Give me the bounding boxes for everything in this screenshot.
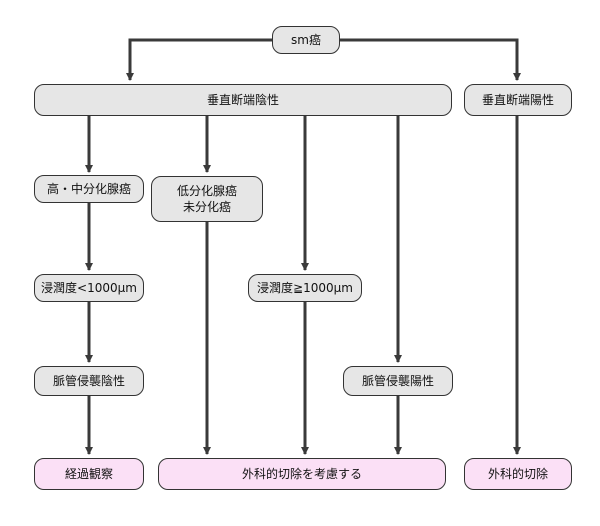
vertical-margin-negative-label: 垂直断端陰性 (206, 93, 279, 107)
vessel-positive-label: 脈管侵襲陽性 (361, 374, 434, 388)
vertical-margin-positive-label: 垂直断端陽性 (481, 93, 554, 107)
consider-surgery-box: 外科的切除を考慮する (158, 458, 446, 490)
surgery-box: 外科的切除 (464, 458, 572, 490)
vessel-negative-box: 脈管侵襲陰性 (34, 366, 144, 396)
invasion-lt-label: 浸潤度<1000μm (41, 281, 137, 295)
arrow-sm-to-negative (126, 38, 272, 81)
sm-cancer-label: sm癌 (291, 33, 321, 47)
surgery-label: 外科的切除 (487, 467, 548, 481)
invasion-ge-label: 浸潤度≧1000μm (257, 281, 353, 295)
vessel-positive-box: 脈管侵襲陽性 (343, 366, 453, 396)
poor-diff-label-line2: 未分化癌 (182, 200, 231, 214)
vertical-margin-positive-box: 垂直断端陽性 (464, 84, 572, 116)
sm-cancer-box: sm癌 (272, 26, 340, 54)
vertical-margin-negative-box: 垂直断端陰性 (34, 84, 452, 116)
well-mod-diff-label: 高・中分化腺癌 (46, 182, 131, 196)
consider-surgery-label: 外科的切除を考慮する (241, 467, 362, 481)
follow-up-label: 経過観察 (64, 467, 113, 481)
poor-diff-label-line1: 低分化腺癌 (176, 184, 237, 198)
vessel-negative-label: 脈管侵襲陰性 (52, 374, 125, 388)
arrow-sm-to-positive (340, 38, 521, 81)
invasion-lt-box: 浸潤度<1000μm (34, 274, 144, 302)
poor-diff-box: 低分化腺癌 未分化癌 (151, 176, 263, 222)
well-mod-diff-box: 高・中分化腺癌 (34, 175, 144, 203)
invasion-ge-box: 浸潤度≧1000μm (248, 274, 362, 302)
follow-up-box: 経過観察 (34, 458, 144, 490)
